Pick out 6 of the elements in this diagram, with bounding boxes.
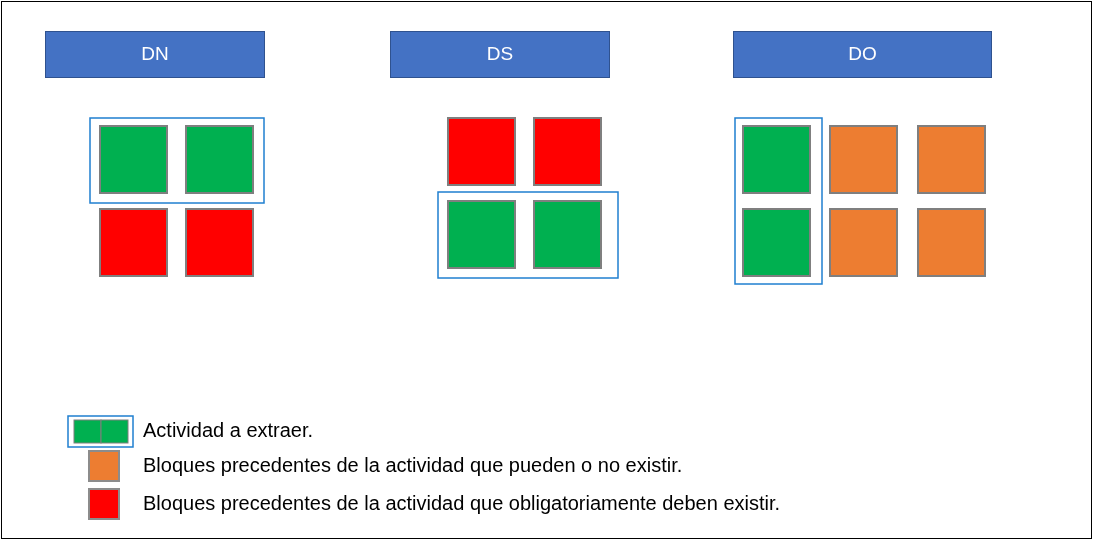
legend-text: Bloques precedentes de la actividad que obligatoriamente deben existir.: [143, 493, 781, 513]
header-box: DO: [733, 31, 992, 78]
header-box: DN: [45, 31, 265, 78]
legend-text: Bloques precedentes de la actividad que pueden o no existir.: [143, 455, 683, 475]
legend-text: Actividad a extraer.: [143, 420, 314, 440]
header-box: DS: [390, 31, 610, 78]
